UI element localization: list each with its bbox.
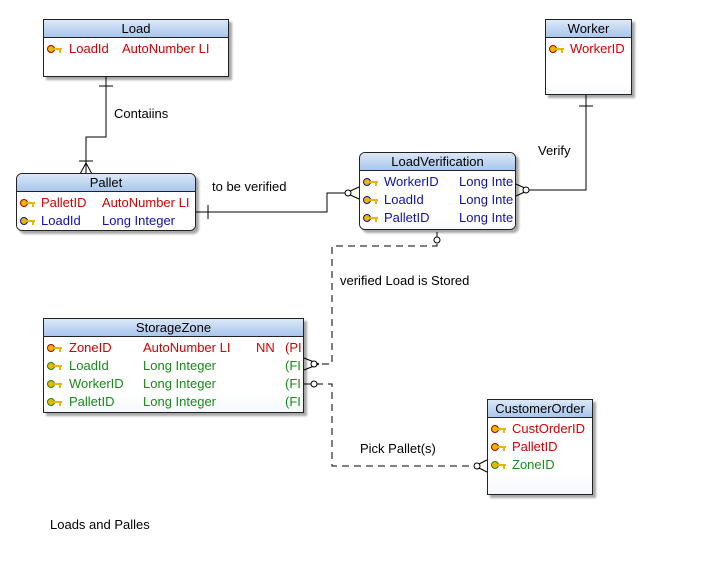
entity-pallet[interactable]: Pallet PalletID AutoNumber LI LoadId Lon… bbox=[16, 173, 196, 231]
attribute-name: ZoneID bbox=[69, 340, 112, 355]
entity-title: Pallet bbox=[17, 174, 195, 192]
attribute-row[interactable]: PalletID AutoNumber LI bbox=[17, 194, 195, 212]
attribute-row[interactable]: WorkerID Long Inte bbox=[360, 173, 515, 191]
attribute-row[interactable]: PalletID Long Inte bbox=[360, 209, 515, 227]
attribute-type: AutoNumber LI bbox=[102, 195, 190, 210]
label-verification-storage: verified Load is Stored bbox=[340, 273, 470, 288]
attribute-name: LoadId bbox=[69, 41, 109, 56]
load-pallet-line bbox=[85, 77, 107, 174]
verification-zero-circle bbox=[344, 189, 352, 197]
foreign-key-icon bbox=[47, 398, 62, 406]
pallet-verification-line bbox=[196, 192, 346, 213]
attribute-name: WorkerID bbox=[69, 376, 124, 391]
order-zero-circle bbox=[473, 462, 481, 470]
foreign-key-icon bbox=[20, 217, 35, 225]
attribute-row[interactable]: WorkerID bbox=[546, 40, 631, 58]
attribute-type: Long Inte bbox=[459, 174, 514, 189]
foreign-key-icon bbox=[47, 362, 62, 370]
attribute-null: NN bbox=[256, 340, 275, 355]
attribute-type: AutoNumber LI bbox=[143, 340, 231, 355]
entity-load-verification[interactable]: LoadVerification WorkerID Long Inte Load… bbox=[359, 152, 516, 230]
primary-key-icon bbox=[491, 443, 506, 451]
attribute-name: LoadId bbox=[41, 213, 81, 228]
verification-storage-zero-circle bbox=[433, 236, 441, 244]
foreign-key-icon bbox=[363, 196, 378, 204]
attribute-name: PalletID bbox=[69, 394, 115, 409]
primary-key-icon bbox=[491, 425, 506, 433]
attribute-row[interactable]: ZoneID bbox=[488, 456, 592, 474]
attribute-name: LoadId bbox=[384, 192, 424, 207]
attribute-row[interactable]: LoadId AutoNumber LI bbox=[44, 40, 228, 58]
attribute-flag: (FI bbox=[285, 376, 301, 391]
primary-key-icon bbox=[47, 344, 62, 352]
entity-title: Load bbox=[44, 20, 228, 38]
attribute-flag: (FI bbox=[285, 358, 301, 373]
attribute-flag: (FI bbox=[285, 394, 301, 409]
attribute-name: ZoneID bbox=[512, 457, 555, 472]
attribute-name: WorkerID bbox=[570, 41, 625, 56]
foreign-key-icon bbox=[363, 178, 378, 186]
foreign-key-icon bbox=[363, 214, 378, 222]
attribute-type: Long Integer bbox=[143, 394, 217, 409]
worker-verification-line bbox=[529, 95, 587, 191]
entity-customer-order[interactable]: CustomerOrder CustOrderID PalletID ZoneI… bbox=[487, 399, 593, 495]
verification-storage-line bbox=[319, 232, 438, 365]
attribute-row[interactable]: LoadId Long Inte bbox=[360, 191, 515, 209]
attribute-row[interactable]: ZoneID AutoNumber LI NN (PI bbox=[44, 339, 303, 357]
entity-title: LoadVerification bbox=[360, 153, 515, 171]
attribute-row[interactable]: PalletID Long Integer (FI bbox=[44, 393, 303, 411]
primary-key-icon bbox=[549, 45, 564, 53]
storage-order-line bbox=[304, 383, 475, 467]
attribute-type: Long Integer bbox=[143, 376, 217, 391]
entity-worker[interactable]: Worker WorkerID bbox=[545, 19, 632, 95]
primary-key-icon bbox=[47, 45, 62, 53]
foreign-key-icon bbox=[47, 380, 62, 388]
attribute-row[interactable]: PalletID bbox=[488, 438, 592, 456]
attribute-name: LoadId bbox=[69, 358, 109, 373]
entity-load[interactable]: Load LoadId AutoNumber LI bbox=[43, 19, 229, 77]
attribute-row[interactable]: LoadId Long Integer (FI bbox=[44, 357, 303, 375]
label-worker-verification: Verify bbox=[538, 143, 571, 158]
storage-zero-circle bbox=[310, 360, 318, 368]
diagram-caption: Loads and Palles bbox=[50, 517, 150, 532]
attribute-type: Long Inte bbox=[459, 210, 514, 225]
attribute-name: WorkerID bbox=[384, 174, 439, 189]
attribute-flag: (PI bbox=[285, 340, 302, 355]
attribute-row[interactable]: LoadId Long Integer bbox=[17, 212, 195, 230]
entity-storage-zone[interactable]: StorageZone ZoneID AutoNumber LI NN (PI … bbox=[43, 318, 304, 413]
storage-order-zero-circle bbox=[310, 380, 318, 388]
verification-worker-zero-circle bbox=[522, 186, 530, 194]
entity-title: Worker bbox=[546, 20, 631, 38]
pallet-crowfoot-right bbox=[85, 162, 93, 175]
entity-title: CustomerOrder bbox=[488, 400, 592, 418]
label-load-pallet: Contaiins bbox=[114, 106, 169, 121]
label-pallet-verification: to be verified bbox=[212, 179, 287, 194]
attribute-type: AutoNumber LI bbox=[122, 41, 210, 56]
attribute-row[interactable]: WorkerID Long Integer (FI bbox=[44, 375, 303, 393]
attribute-type: Long Integer bbox=[102, 213, 176, 228]
attribute-type: Long Integer bbox=[143, 358, 217, 373]
attribute-name: PalletID bbox=[512, 439, 558, 454]
attribute-row[interactable]: CustOrderID bbox=[488, 420, 592, 438]
primary-key-icon bbox=[20, 199, 35, 207]
pallet-crowfoot-left bbox=[79, 162, 87, 175]
attribute-type: Long Inte bbox=[459, 192, 514, 207]
foreign-key-icon bbox=[491, 461, 506, 469]
attribute-name: CustOrderID bbox=[512, 421, 585, 436]
attribute-name: PalletID bbox=[384, 210, 430, 225]
label-storage-order: Pick Pallet(s) bbox=[360, 441, 436, 456]
entity-title: StorageZone bbox=[44, 319, 303, 337]
attribute-name: PalletID bbox=[41, 195, 87, 210]
